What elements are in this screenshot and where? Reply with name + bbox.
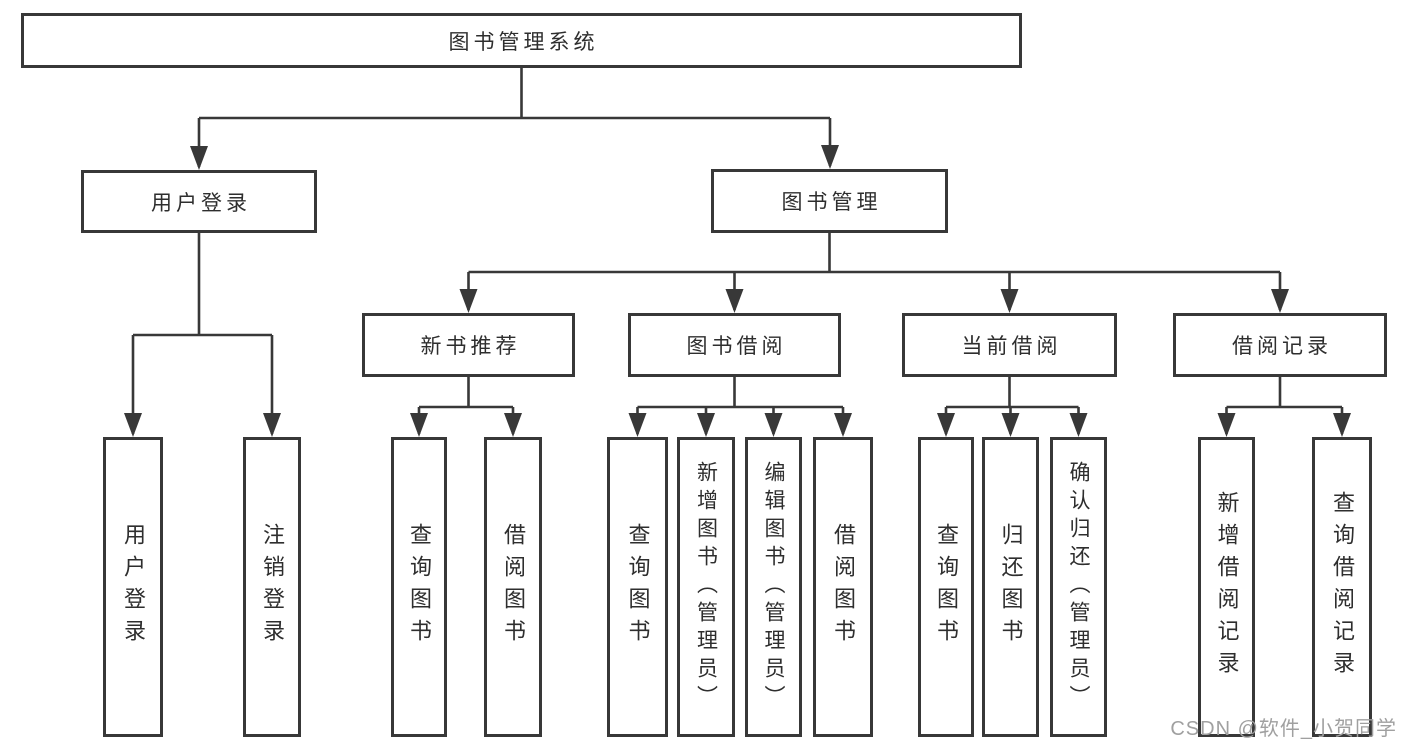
leaf-label: 注销登录 bbox=[260, 523, 285, 651]
arrowhead-icon bbox=[1069, 413, 1088, 437]
node-book-borrowing: 图书借阅 bbox=[628, 313, 841, 377]
leaf-label: 查询图书 bbox=[407, 523, 432, 651]
leaf-label: 查询图书 bbox=[625, 523, 651, 651]
leaf-edit-books-admin: 编辑图书（管理员） bbox=[745, 437, 802, 737]
leaf-label: 确认归还（管理员） bbox=[1067, 461, 1090, 713]
arrowhead-icon bbox=[190, 146, 208, 170]
arrowhead-icon bbox=[263, 413, 281, 437]
arrowhead-icons bbox=[124, 145, 1351, 437]
leaf-label: 新增图书（管理员） bbox=[694, 461, 718, 713]
node-borrowing-records: 借阅记录 bbox=[1173, 313, 1387, 377]
arrowhead-icon bbox=[764, 413, 783, 437]
leaf-label: 归还图书 bbox=[998, 523, 1024, 651]
leaf-label: 编辑图书（管理员） bbox=[762, 461, 785, 713]
node-label: 新书推荐 bbox=[420, 335, 521, 358]
leaf-query-books-current: 查询图书 bbox=[918, 437, 974, 737]
leaf-user-login: 用户登录 bbox=[103, 437, 163, 737]
arrowhead-icon bbox=[410, 413, 428, 437]
leaf-label: 查询图书 bbox=[934, 523, 959, 651]
node-label: 图书管理系统 bbox=[448, 30, 599, 54]
arrowhead-icon bbox=[1000, 289, 1019, 313]
arrowhead-icon bbox=[821, 145, 839, 169]
leaf-borrow-books: 借阅图书 bbox=[813, 437, 873, 737]
arrowhead-icon bbox=[937, 413, 955, 437]
arrowhead-icon bbox=[834, 413, 852, 437]
leaf-label: 借阅图书 bbox=[831, 523, 856, 651]
leaf-query-books-borrow: 查询图书 bbox=[607, 437, 668, 737]
arrowhead-icon bbox=[1001, 413, 1020, 437]
leaf-label: 查询借阅记录 bbox=[1330, 491, 1355, 683]
leaf-label: 用户登录 bbox=[121, 523, 146, 651]
node-label: 当前借阅 bbox=[961, 335, 1062, 358]
node-library-management-system: 图书管理系统 bbox=[21, 13, 1022, 68]
node-label: 用户登录 bbox=[151, 191, 251, 215]
watermark: CSDN @软件_小贺同学 bbox=[1170, 718, 1397, 740]
leaf-borrow-books-recommend: 借阅图书 bbox=[484, 437, 542, 737]
arrowhead-icon bbox=[459, 289, 478, 313]
arrowhead-icon bbox=[628, 413, 647, 437]
leaf-label: 借阅图书 bbox=[501, 523, 526, 651]
arrowhead-icon bbox=[725, 289, 744, 313]
arrowhead-icon bbox=[1333, 413, 1351, 437]
node-label: 图书借阅 bbox=[686, 335, 787, 358]
node-current-borrowing: 当前借阅 bbox=[902, 313, 1117, 377]
arrowhead-icon bbox=[504, 413, 522, 437]
leaf-add-books-admin: 新增图书（管理员） bbox=[677, 437, 735, 737]
leaf-query-books-recommend: 查询图书 bbox=[391, 437, 447, 737]
leaf-add-borrow-record: 新增借阅记录 bbox=[1198, 437, 1255, 737]
leaf-label: 新增借阅记录 bbox=[1214, 491, 1240, 683]
connector-path bbox=[131, 68, 1344, 434]
node-new-book-recommendation: 新书推荐 bbox=[362, 313, 575, 377]
node-book-management: 图书管理 bbox=[711, 169, 948, 233]
arrowhead-icon bbox=[124, 413, 142, 437]
node-label: 图书管理 bbox=[781, 191, 882, 214]
leaf-logout: 注销登录 bbox=[243, 437, 301, 737]
arrowhead-icon bbox=[697, 413, 715, 437]
arrowhead-icon bbox=[1271, 289, 1289, 313]
leaf-query-borrow-record: 查询借阅记录 bbox=[1312, 437, 1372, 737]
leaf-return-books: 归还图书 bbox=[982, 437, 1039, 737]
arrowhead-icon bbox=[1217, 413, 1236, 437]
leaf-confirm-return-admin: 确认归还（管理员） bbox=[1050, 437, 1107, 737]
node-user-login: 用户登录 bbox=[81, 170, 317, 233]
node-label: 借阅记录 bbox=[1232, 335, 1332, 358]
